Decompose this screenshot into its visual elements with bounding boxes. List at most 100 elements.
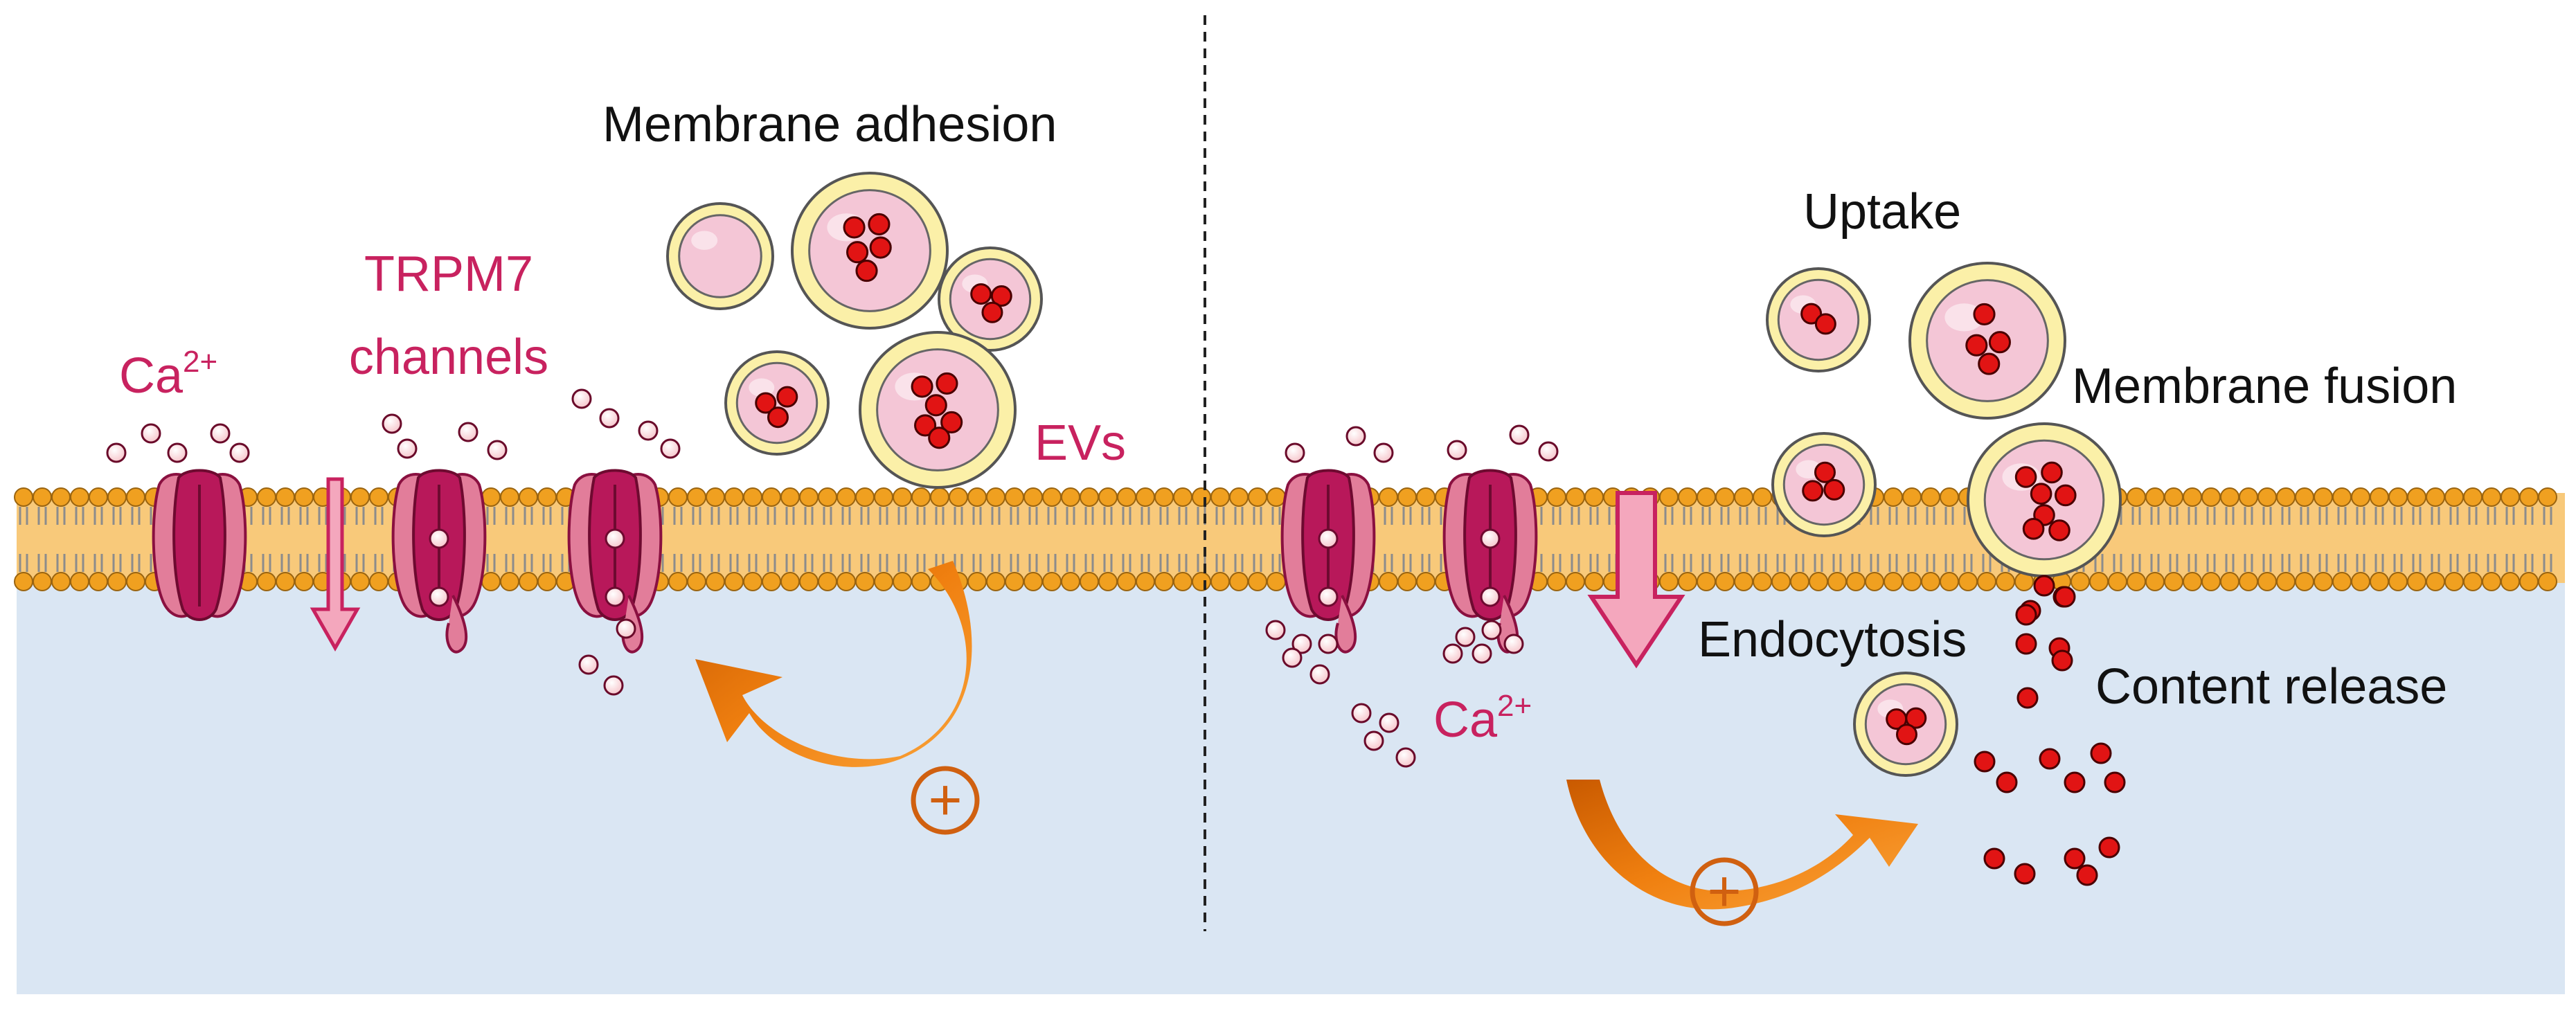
lipid-head [1566, 572, 1585, 591]
extracellular-vesicle [1967, 422, 2122, 577]
lipid-head [2145, 572, 2165, 591]
lipid-head [1023, 572, 1043, 591]
lipid-head [724, 572, 744, 591]
cargo-particle [2033, 575, 2055, 597]
lipid-head [51, 487, 71, 507]
lipid-head [1958, 572, 1978, 591]
lipid-head [799, 572, 819, 591]
calcium-ion [1318, 634, 1339, 654]
calcium-ion [571, 388, 592, 409]
calcium-ion [1472, 643, 1492, 664]
cargo-particle [855, 260, 878, 282]
lipid-head [1267, 487, 1286, 507]
lipid-head [1547, 572, 1566, 591]
cargo-particle [1983, 847, 2005, 870]
extracellular-vesicle [938, 246, 1043, 352]
lipid-head [537, 572, 557, 591]
lipid-head [743, 572, 762, 591]
calcium-influx-arrow-right [1587, 491, 1685, 669]
extracellular-vesicle [724, 350, 830, 456]
lipid-head [2295, 487, 2314, 507]
svg-text:+: + [928, 767, 962, 832]
calcium-ion [1447, 440, 1467, 460]
lipid-head [911, 487, 931, 507]
cargo-particle [1973, 303, 1996, 325]
lipid-head [706, 572, 725, 591]
lipid-head [2164, 487, 2183, 507]
extracellular-vesicle [666, 202, 774, 310]
cargo-particle [846, 241, 869, 264]
cargo-particle [2022, 518, 2045, 540]
lipid-head [1192, 487, 1211, 507]
calcium-ion [1318, 528, 1339, 549]
cargo-particle [2076, 864, 2098, 886]
trpm7-label-line2: channels [349, 330, 548, 385]
cargo-particle [1905, 707, 1927, 729]
cargo-particle [936, 372, 958, 395]
lipid-head [519, 572, 538, 591]
calcium-ion [429, 586, 449, 607]
lipid-head [2501, 487, 2520, 507]
lipid-head [706, 487, 725, 507]
lipid-head [2314, 572, 2333, 591]
lipid-head [949, 487, 968, 507]
calcium-ion [487, 440, 508, 460]
calcium-ions [106, 388, 1559, 768]
cargo-particle [1974, 751, 1996, 773]
lipid-head [1697, 572, 1716, 591]
extracellular-vesicle [1853, 672, 1958, 777]
lipid-head [1771, 572, 1791, 591]
calcium-ion [1265, 620, 1286, 640]
lipid-head [70, 487, 89, 507]
lipid-head [1248, 487, 1267, 507]
lipid-head [1173, 572, 1192, 591]
lipid-head [1210, 487, 1230, 507]
endocytosis-label: Endocytosis [1698, 612, 1967, 667]
extracellular-vesicle [1908, 262, 2066, 420]
lipid-head [799, 487, 819, 507]
lipid-head [2257, 487, 2277, 507]
lipid-head [1940, 487, 1959, 507]
extracellular-vesicle [1771, 432, 1877, 537]
lipid-head [1902, 487, 1922, 507]
lipid-head [2201, 487, 2221, 507]
lipid-head [2127, 572, 2146, 591]
lipid-head [126, 572, 145, 591]
cargo-particle [843, 216, 866, 239]
svg-text:+: + [1707, 859, 1741, 924]
lipid-head [1192, 572, 1211, 591]
lipid-head [1080, 487, 1099, 507]
ca-label-right: Ca2+ [1433, 689, 1532, 748]
lipid-head [1042, 572, 1062, 591]
lipid-head [369, 487, 388, 507]
lipid-head [1940, 572, 1959, 591]
calcium-ion [1291, 634, 1312, 654]
lipid-head [2370, 487, 2389, 507]
ca-label-left: Ca2+ [119, 345, 217, 404]
lipid-head [986, 572, 1005, 591]
lipid-head [294, 572, 314, 591]
calcium-ion [1351, 703, 1372, 724]
calcium-ion [1285, 442, 1305, 463]
trpm7-channel [567, 469, 663, 654]
calcium-ion [141, 423, 161, 444]
lipid-head [762, 487, 781, 507]
lipid-head [1715, 572, 1735, 591]
lipid-head [780, 487, 800, 507]
calcium-influx-arrow-left [310, 477, 361, 652]
cargo-particle [869, 236, 892, 259]
lipid-head [780, 572, 800, 591]
lipid-head [930, 487, 949, 507]
lipid-head [2482, 487, 2501, 507]
lipid-head [537, 487, 557, 507]
lipid-head [2183, 572, 2202, 591]
cargo-particle [1965, 334, 1988, 357]
lipid-head [2070, 572, 2090, 591]
lipid-head [1734, 572, 1753, 591]
lipid-head [1042, 487, 1062, 507]
lipid-head [257, 487, 276, 507]
lipid-head [2276, 572, 2296, 591]
lipid-head [743, 487, 762, 507]
cytoplasm [17, 540, 2565, 994]
